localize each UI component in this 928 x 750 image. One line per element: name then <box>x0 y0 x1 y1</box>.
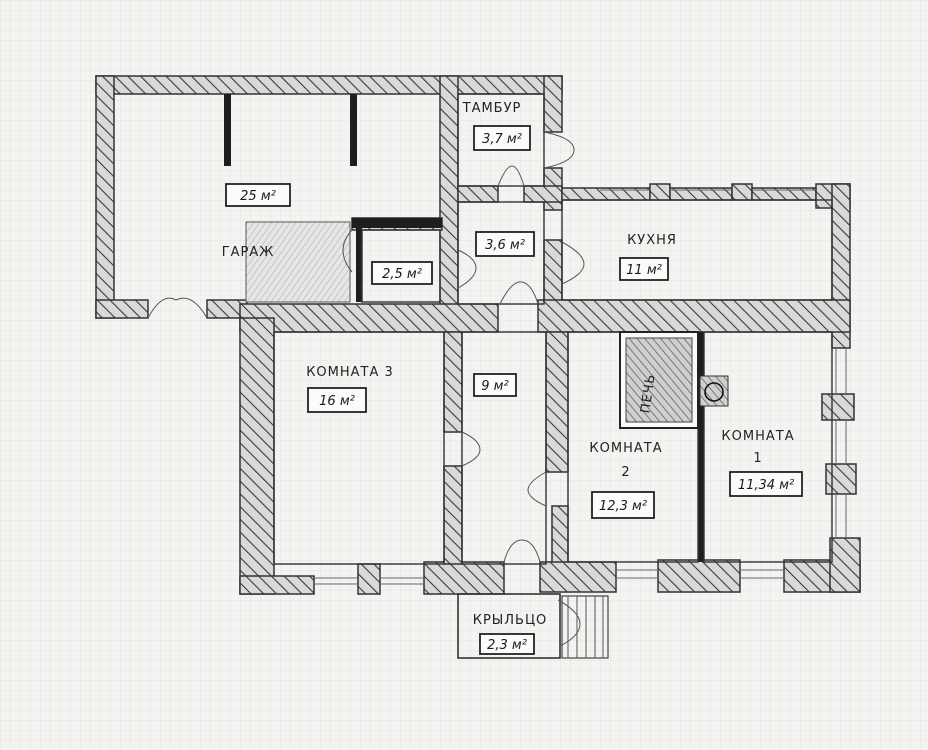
hall-room: 3,6 м² <box>475 231 535 257</box>
small-room: 2,5 м² <box>371 261 433 285</box>
garage-label: ГАРАЖ <box>222 245 275 260</box>
stove <box>619 331 699 429</box>
room3-area: 16 м² <box>319 394 355 409</box>
small-room-area: 2,5 м² <box>382 267 422 282</box>
kitchen-room: КУХНЯ 11 м² <box>619 233 677 281</box>
garage-hatched-area <box>245 221 351 303</box>
tambur-area: 3,7 м² <box>482 132 522 147</box>
partitions <box>224 94 704 562</box>
garage-room: 25 м² ГАРАЖ <box>222 183 291 260</box>
room3: КОМНАТА 3 16 м² <box>306 365 394 413</box>
room2: КОМНАТА 2 12,3 м² <box>589 441 662 519</box>
room3-label: КОМНАТА 3 <box>306 365 394 380</box>
stove-label: ПЕЧЬ <box>638 373 658 415</box>
tambur-label: ТАМБУР <box>462 101 522 116</box>
room2-area: 12,3 м² <box>599 499 647 514</box>
tambur-room: ТАМБУР 3,7 м² <box>462 101 531 151</box>
porch-label: КРЫЛЬЦО <box>473 613 548 628</box>
porch <box>457 593 609 659</box>
windows <box>314 189 847 585</box>
kitchen-label: КУХНЯ <box>627 233 677 248</box>
room-outlines <box>273 93 833 565</box>
room2-label-line2: 2 <box>621 465 630 480</box>
corridor-room: 9 м² <box>473 373 517 397</box>
boiler-symbol <box>699 375 729 407</box>
garage-area: 25 м² <box>240 189 276 204</box>
kitchen-area: 11 м² <box>626 263 662 278</box>
porch-area: 2,3 м² <box>487 638 527 653</box>
room1: КОМНАТА 1 11,34 м² <box>721 429 803 497</box>
doors <box>147 131 585 647</box>
hall-area: 3,6 м² <box>485 238 525 253</box>
room2-label-line1: КОМНАТА <box>589 441 662 456</box>
room1-area: 11,34 м² <box>738 478 794 493</box>
room1-label-line1: КОМНАТА <box>721 429 794 444</box>
corridor-area: 9 м² <box>481 379 508 394</box>
porch-room: КРЫЛЬЦО 2,3 м² <box>473 613 548 655</box>
room1-label-line2: 1 <box>753 451 762 466</box>
